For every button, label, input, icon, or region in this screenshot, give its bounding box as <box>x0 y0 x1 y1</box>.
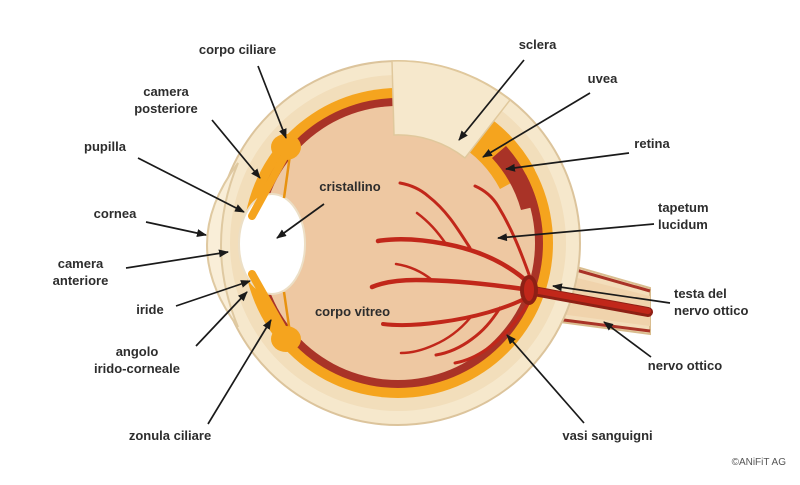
arrow-testa-del-nervo-ottico <box>552 283 671 304</box>
label-corpo-ciliare: corpo ciliare <box>198 42 277 57</box>
zonule-fiber-bottom <box>282 291 292 334</box>
label-camera-posteriore: camera posteriore <box>134 84 198 116</box>
annotation-arrows <box>125 59 671 425</box>
label-vasi-sanguigni: vasi sanguigni <box>562 428 653 443</box>
zonule-fiber-top <box>282 154 292 199</box>
arrow-cornea <box>145 221 207 238</box>
arrow-iride <box>175 280 251 307</box>
cornea-shape <box>206 162 239 328</box>
arrow-corpo-ciliare <box>257 65 287 139</box>
label-cornea: cornea <box>93 206 137 221</box>
lens <box>238 193 306 295</box>
arrow-pupilla <box>137 157 245 213</box>
sclera-cutaway-flap <box>391 60 512 160</box>
arrow-sclera <box>458 59 525 141</box>
label-cristallino: cristallino <box>319 179 381 194</box>
label-pupilla: pupilla <box>84 139 126 154</box>
iris-top <box>248 148 291 220</box>
label-testa-del-nervo-ottico: testa del nervo ottico <box>674 286 749 318</box>
arrow-cristallino <box>276 203 325 239</box>
arrow-nervo-ottico <box>603 321 652 358</box>
ciliary-body-top <box>271 134 301 160</box>
label-corpo-vitreo: corpo vitreo <box>314 304 391 319</box>
label-nervo-ottico: nervo ottico <box>647 358 723 373</box>
copyright-notice: ©ANiFiT AG <box>731 457 786 468</box>
label-retina: retina <box>634 136 670 151</box>
arrow-uvea <box>482 92 591 158</box>
label-sclera: sclera <box>518 37 557 52</box>
anterior-segment <box>206 134 306 352</box>
vitreous-body <box>261 106 535 380</box>
label-zonula-ciliare: zonula ciliare <box>128 428 212 443</box>
arrow-vasi-sanguigni <box>506 334 585 424</box>
arrow-tapetum-lucidum <box>497 223 655 242</box>
label-uvea: uvea <box>587 71 618 86</box>
label-iride: iride <box>136 302 164 317</box>
label-tapetum-lucidum: tapetum lucidum <box>658 200 709 232</box>
arrow-camera-posteriore <box>211 119 261 179</box>
arrow-zonula-ciliare <box>207 319 272 425</box>
iris-bottom <box>248 270 291 340</box>
blood-vessels <box>369 181 653 365</box>
label-angolo-irido-corneale: angolo irido-corneale <box>94 344 180 376</box>
arrow-camera-anteriore <box>125 249 229 269</box>
retina-cutaway-wedge <box>492 146 538 210</box>
arrow-retina <box>505 152 630 172</box>
arrow-angolo-irido-corneale <box>195 291 248 347</box>
label-camera-anteriore: camera anteriore <box>52 256 109 288</box>
